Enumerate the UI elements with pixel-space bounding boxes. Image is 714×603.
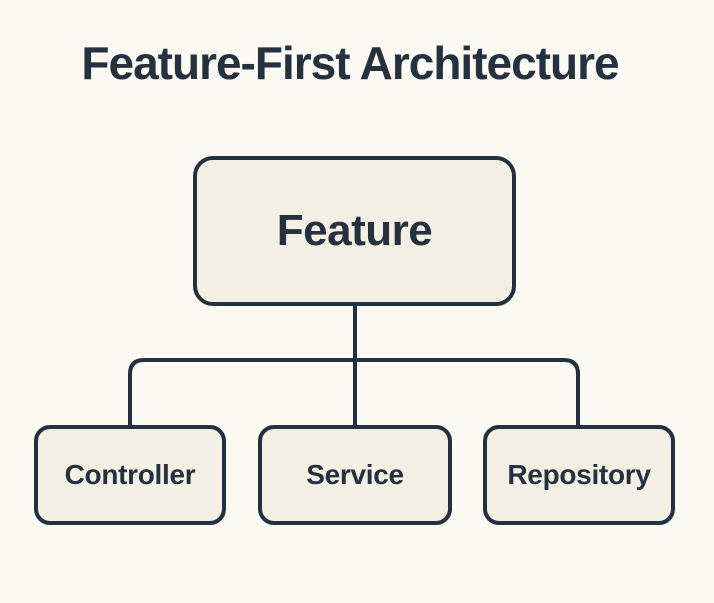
node-service-label: Service: [306, 459, 404, 490]
node-feature-label: Feature: [276, 206, 433, 255]
node-service: Service: [258, 425, 452, 525]
node-repository-label: Repository: [507, 459, 651, 490]
edge-feature-controller-repository: [128, 358, 580, 427]
node-controller: Controller: [34, 425, 226, 525]
node-repository: Repository: [483, 425, 675, 525]
diagram-title: Feature-First Architecture: [81, 37, 619, 89]
node-feature: Feature: [193, 156, 516, 306]
node-controller-label: Controller: [64, 459, 196, 490]
